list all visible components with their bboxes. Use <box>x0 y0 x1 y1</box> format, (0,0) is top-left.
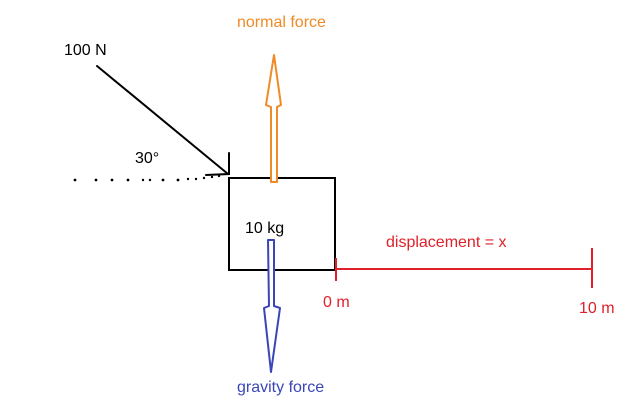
mass-box <box>228 177 336 271</box>
normal-force-label: normal force <box>237 14 326 31</box>
angle-label: 30° <box>135 150 159 167</box>
applied-force-arrow <box>96 65 230 176</box>
gravity-force-label: gravity force <box>237 379 324 396</box>
displacement-label: displacement = x <box>386 234 507 251</box>
end-mark-label: 10 m <box>579 300 615 317</box>
start-mark-label: 0 m <box>323 294 350 311</box>
mass-label: 10 kg <box>245 220 284 237</box>
normal-force-arrow <box>265 54 282 183</box>
horizontal-reference-dotted-line <box>73 174 221 182</box>
displacement-line <box>335 248 593 288</box>
gravity-force-arrow <box>263 239 281 373</box>
applied-force-label: 100 N <box>64 42 107 59</box>
